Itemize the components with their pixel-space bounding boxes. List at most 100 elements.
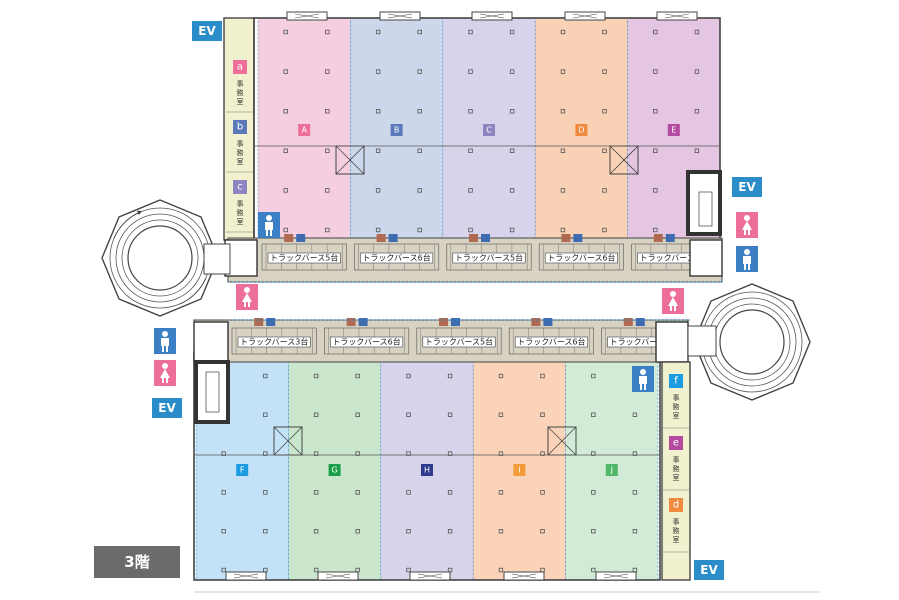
truck-berth-label: トラックバース5台 bbox=[455, 253, 523, 263]
truck-berth-group: トラックバース6台 bbox=[354, 234, 440, 271]
core-bottom-left bbox=[193, 321, 229, 363]
truck-berth-label: トラックバース5台 bbox=[270, 253, 338, 263]
svg-text:室: 室 bbox=[673, 411, 680, 420]
unit-label-f: F bbox=[236, 464, 249, 476]
tenant-unit-j: J bbox=[565, 361, 659, 581]
truck-berth-group: トラックバース3台 bbox=[231, 318, 317, 355]
svg-text:B: B bbox=[394, 126, 400, 135]
svg-text:事: 事 bbox=[237, 199, 244, 208]
unit-label-j: J bbox=[605, 464, 618, 476]
svg-text:事: 事 bbox=[673, 455, 680, 464]
ev-label-bottom-right: EV bbox=[700, 563, 718, 577]
tenant-unit-a: A bbox=[257, 17, 351, 241]
unit-label-e: E bbox=[667, 124, 680, 136]
truck-berth-label: トラックバース5台 bbox=[610, 337, 678, 347]
female-restroom-icon bbox=[236, 284, 258, 310]
truck-berth-label: トラックバース3台 bbox=[240, 337, 308, 347]
svg-text:務: 務 bbox=[237, 208, 244, 217]
female-restroom-icon bbox=[736, 212, 758, 238]
truck-berth-group: トラックバース6台 bbox=[538, 234, 624, 271]
dock-door bbox=[564, 11, 606, 21]
truck-berth-label: トラックバース6台 bbox=[332, 337, 400, 347]
svg-text:事: 事 bbox=[237, 139, 244, 148]
stair-core-bottom-left bbox=[194, 360, 230, 424]
svg-text:I: I bbox=[518, 466, 520, 475]
floor-badge: 3階 bbox=[94, 546, 180, 578]
dock-door bbox=[595, 571, 637, 581]
core-top-right bbox=[689, 239, 723, 277]
dock-door bbox=[225, 571, 267, 581]
svg-text:F: F bbox=[240, 466, 245, 475]
svg-text:E: E bbox=[671, 126, 676, 135]
office-letter-f: f bbox=[674, 376, 678, 387]
ev-badge-bottom-right: EV bbox=[694, 560, 724, 580]
dock-door bbox=[317, 571, 359, 581]
male-restroom-icon bbox=[736, 246, 758, 272]
tenant-unit-b: B bbox=[350, 17, 444, 241]
svg-text:務: 務 bbox=[673, 526, 680, 535]
unit-label-b: B bbox=[390, 124, 403, 136]
truck-berth-group: トラックバース6台 bbox=[324, 318, 410, 355]
office-letter-b: b bbox=[237, 122, 243, 133]
unit-label-h: H bbox=[421, 464, 433, 476]
svg-text:H: H bbox=[424, 466, 430, 475]
truck-berth-label: トラックバース6台 bbox=[517, 337, 585, 347]
tenant-unit-d: D bbox=[534, 17, 628, 241]
male-restroom-icon bbox=[632, 366, 654, 392]
central-ramp-outline bbox=[228, 281, 722, 321]
male-restroom-icon bbox=[154, 328, 176, 354]
truck-berth-label: トラックバース3台 bbox=[640, 253, 708, 263]
stair-core-top-right bbox=[686, 170, 722, 236]
unit-label-d: D bbox=[575, 124, 588, 136]
office-letter-e: e bbox=[673, 438, 679, 449]
unit-label-c: C bbox=[483, 124, 495, 136]
truck-berth-group: トラックバース5台 bbox=[416, 318, 502, 355]
truck-berth-label: トラックバース5台 bbox=[425, 337, 493, 347]
tenant-unit-c: C bbox=[442, 17, 536, 241]
dock-door bbox=[379, 11, 421, 21]
svg-text:事: 事 bbox=[673, 393, 680, 402]
office-letter-c: c bbox=[237, 182, 243, 193]
truck-berth-group: トラックバース5台 bbox=[446, 234, 532, 271]
female-restroom-icon bbox=[662, 288, 684, 314]
tenant-unit-i: I bbox=[472, 361, 566, 581]
svg-text:事: 事 bbox=[673, 517, 680, 526]
svg-text:室: 室 bbox=[237, 157, 244, 166]
ev-label-top-left: EV bbox=[198, 24, 216, 38]
svg-text:務: 務 bbox=[673, 464, 680, 473]
truck-berth-label: トラックバース6台 bbox=[547, 253, 615, 263]
office-strip-bottom-right bbox=[661, 361, 691, 581]
svg-text:D: D bbox=[578, 126, 584, 135]
ev-badge-bottom-left: EV bbox=[152, 398, 182, 418]
ev-label-top-right: EV bbox=[738, 180, 756, 194]
core-bottom-right bbox=[655, 321, 689, 363]
svg-text:C: C bbox=[486, 126, 492, 135]
helical-ramp-left bbox=[101, 199, 219, 317]
unit-label-i: I bbox=[513, 464, 526, 476]
dock-door bbox=[286, 11, 328, 21]
ev-badge-top-left: EV bbox=[192, 21, 222, 41]
truck-berth-group: トラックバース6台 bbox=[508, 318, 594, 355]
svg-text:務: 務 bbox=[673, 402, 680, 411]
dock-door bbox=[503, 571, 545, 581]
tenant-unit-g: G bbox=[288, 361, 382, 581]
dock-door bbox=[471, 11, 513, 21]
female-restroom-icon bbox=[154, 360, 176, 386]
truck-berth-group: トラックバース5台 bbox=[261, 234, 347, 271]
unit-label-g: G bbox=[328, 464, 341, 476]
floor-label: 3階 bbox=[124, 553, 149, 571]
svg-text:A: A bbox=[301, 126, 307, 135]
svg-text:務: 務 bbox=[237, 88, 244, 97]
ev-label-bottom-left: EV bbox=[158, 401, 176, 415]
svg-text:事: 事 bbox=[237, 79, 244, 88]
office-letter-d: d bbox=[673, 500, 679, 511]
male-restroom-icon bbox=[258, 212, 280, 238]
unit-label-a: A bbox=[298, 124, 311, 136]
